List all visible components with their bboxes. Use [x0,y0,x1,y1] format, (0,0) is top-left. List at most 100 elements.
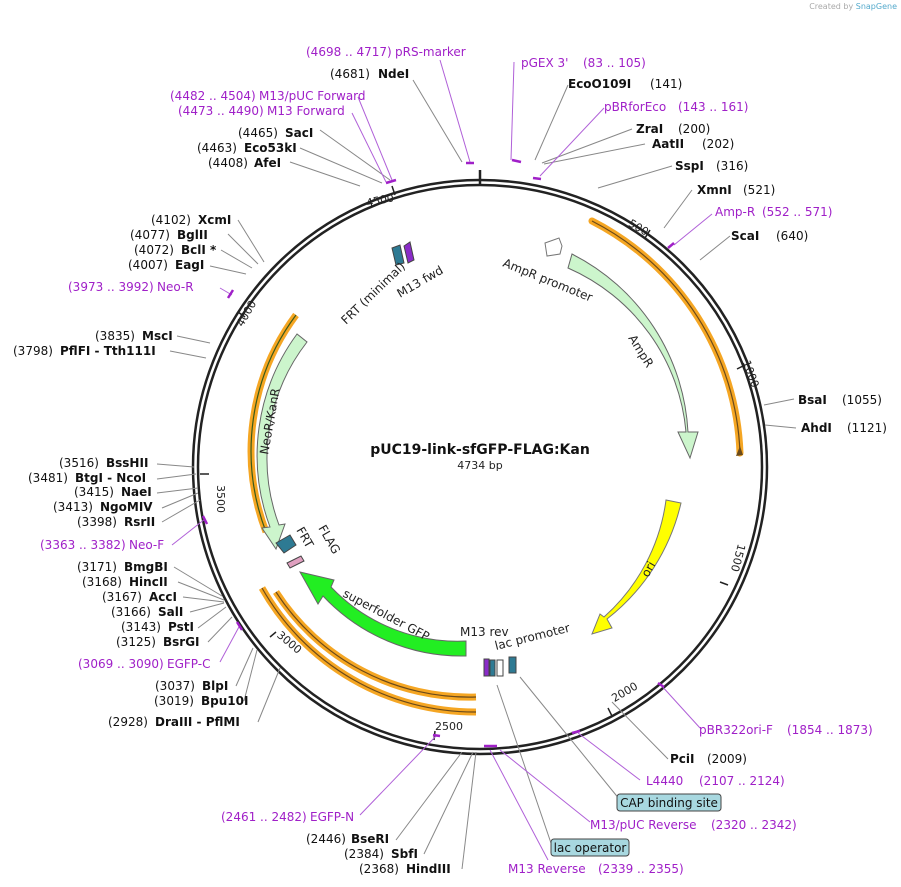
site-pos: (521) [743,183,775,197]
site-pos: (141) [650,77,682,91]
site-name: DraIII - PflMI [155,715,240,729]
tick-label: 4500 [365,191,395,210]
site-pos: (3481) [28,471,68,485]
cap-binding-site-label: CAP binding site [620,796,718,810]
primer-name: pGEX 3' [521,56,568,70]
cap-feature [489,659,496,677]
site-pos: (2928) [108,715,148,729]
site-name: PciI [670,752,695,766]
label-frt: FRT [293,525,316,551]
site-name: SacI [285,126,313,140]
primer-range: (4473 .. 4490) [178,104,264,118]
site-name: BtgI - NcoI [75,471,146,485]
site-pos: (3415) [74,485,114,499]
site-pos: (3037) [155,679,195,693]
site-pos: (4077) [130,228,170,242]
primer-range: (143 .. 161) [678,100,748,114]
site-pos: (2368) [359,862,399,876]
neor-feature [256,333,308,551]
primer-range: (2107 .. 2124) [699,774,785,788]
lac-promoter-feature [496,659,504,677]
site-pos: (3798) [13,344,53,358]
site-name: BsrGI [163,635,200,649]
site-pos: (3143) [121,620,161,634]
site-pos: (2384) [344,847,384,861]
site-name: BmgBI [124,560,168,574]
tick-label: 1000 [740,359,762,390]
site-pos: (4465) [238,126,278,140]
tick-label: 1500 [728,543,748,573]
frt-minimal-feature [391,244,405,266]
site-pos: (4463) [197,141,237,155]
site-name: Eco53kI [244,141,297,155]
label-ori: ori [638,559,658,580]
ampr-promoter-arrow [544,237,563,257]
leader-lines [156,79,797,870]
primer-range: (1854 .. 1873) [787,723,873,737]
neor-orf-core [250,314,297,533]
site-name: MscI [142,329,173,343]
site-pos: (3019) [154,694,194,708]
sfgfp-orf-core [261,587,477,713]
site-name: BglII [177,228,208,242]
site-pos: (316) [716,159,748,173]
primer-range: (3363 .. 3382) [40,538,126,552]
primer-name: EGFP-N [310,810,354,824]
primer-leaders [171,59,713,861]
site-name: BseRI [351,832,389,846]
site-name: NdeI [378,67,409,81]
site-name: BsaI [798,393,827,407]
primer-range: (3069 .. 3090) [78,657,164,671]
site-name: NaeI [121,485,152,499]
site-name: PflFI - Tth111I [60,344,156,358]
ampr-orf-arrowhead [736,446,743,456]
lac-operator-label: lac operator [554,841,627,855]
primer-name: Neo-F [129,538,164,552]
label-flag: FLAG [315,523,343,557]
primer-name: pBR322ori-F [699,723,773,737]
primer-name: M13 Reverse [508,862,586,876]
site-pos: (3835) [95,329,135,343]
backbone-inner [196,183,764,751]
snapgene-credit: Created by SnapGene [809,2,897,11]
plasmid-size: 4734 bp [457,459,502,472]
site-pos: (4102) [151,213,191,227]
site-pos: (3171) [77,560,117,574]
plasmid-name: pUC19-link-sfGFP-FLAG:Kan [370,442,590,458]
site-pos: (3125) [116,635,156,649]
site-name: XmnI [697,183,732,197]
sfgfp-feature [299,571,467,657]
site-pos: (2446) [306,832,346,846]
site-name: HindIII [406,862,451,876]
site-name: EagI [175,258,204,272]
site-pos: (3516) [59,456,99,470]
ampr-orf-core [591,220,741,454]
snapgene-brand: SnapGene [855,2,897,11]
site-name: AatII [652,137,684,151]
site-pos: (1055) [842,393,882,407]
site-name: ZraI [636,122,663,136]
label-ampr: AmpR [625,332,656,370]
primer-range: (2320 .. 2342) [711,818,797,832]
cap-binding-site-box [616,793,722,812]
site-labels: (4681) NdeI (4465) SacI (4463) Eco53kI (… [13,67,887,876]
primer-name: EGFP-C [167,657,210,671]
site-pos: (202) [702,137,734,151]
primer-range: (2339 .. 2355) [598,862,684,876]
site-pos: (2009) [707,752,747,766]
site-name: BssHII [106,456,148,470]
site-name: SspI [675,159,704,173]
site-name: XcmI [198,213,231,227]
site-name: SbfI [391,847,418,861]
site-pos: (3413) [53,500,93,514]
label-m13-rev: M13 rev [460,625,509,639]
site-pos: (640) [776,229,808,243]
site-name: RsrII [124,515,155,529]
primer-name: M13/pUC Forward [259,89,366,103]
lac-operator-box [550,838,630,857]
site-name: AccI [149,590,177,604]
primer-name: Amp-R [715,205,755,219]
frt-feature [275,534,297,554]
site-pos: (3168) [82,575,122,589]
